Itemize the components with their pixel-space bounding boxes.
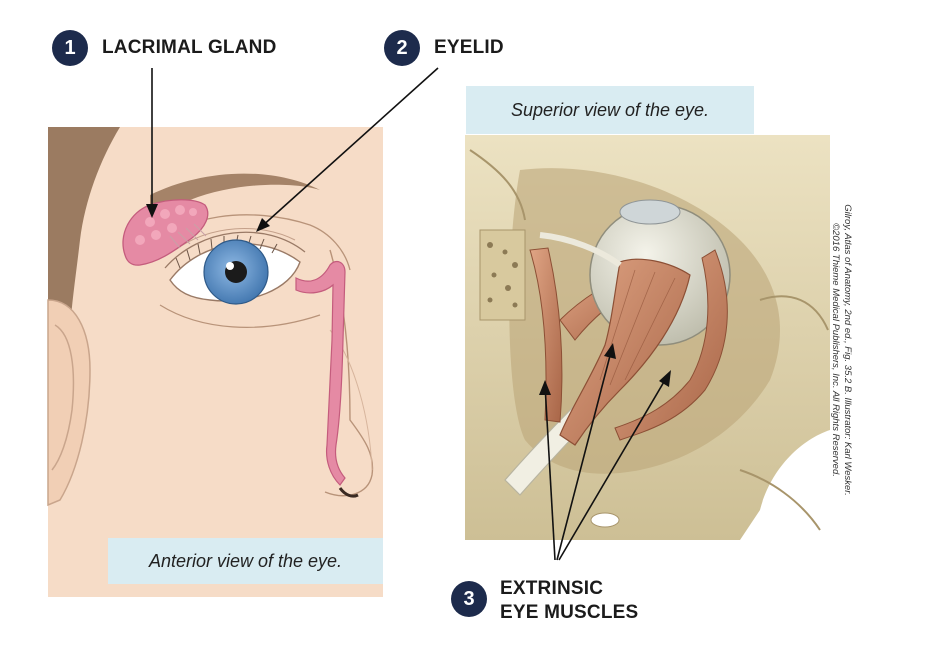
cornea bbox=[619, 199, 681, 225]
arrow-muscle-2 bbox=[556, 347, 613, 561]
extrinsic-eye-muscles-label: EXTRINSIC EYE MUSCLES bbox=[500, 577, 638, 625]
lacrimal-gland-label: LACRIMAL GLAND bbox=[102, 37, 277, 58]
credit-line-2: ©2016 Thieme Medical Publishers, Inc. Al… bbox=[830, 223, 841, 477]
arrow-muscle-1 bbox=[544, 384, 556, 561]
extrinsic-label-line1: EXTRINSIC bbox=[500, 578, 604, 599]
image-credit: Gilroy, Atlas of Anatomy, 2nd ed., Fig. … bbox=[830, 140, 853, 560]
callout-badge-3: 3 bbox=[451, 581, 487, 617]
superior-rectus-muscle bbox=[559, 258, 691, 446]
eyelid bbox=[164, 231, 306, 269]
arrowheads bbox=[146, 204, 671, 395]
lateral-rectus-muscle bbox=[614, 249, 728, 441]
arrow-muscle-3 bbox=[558, 374, 669, 561]
extrinsic-label-line2: EYE MUSCLES bbox=[500, 602, 639, 623]
callout-badge-2: 2 bbox=[384, 30, 420, 66]
superior-view-panel bbox=[465, 135, 830, 540]
nasolacrimal-duct bbox=[295, 260, 346, 486]
skin-background bbox=[48, 127, 383, 597]
medial-rectus-muscle bbox=[529, 247, 563, 423]
eyelid-label: EYELID bbox=[434, 37, 504, 58]
anterior-view-caption: Anterior view of the eye. bbox=[108, 538, 383, 584]
anterior-face-panel bbox=[47, 127, 383, 597]
eyebrow bbox=[150, 173, 320, 210]
hair bbox=[48, 127, 120, 330]
lacrimal-gland bbox=[122, 199, 209, 266]
ear bbox=[47, 299, 91, 507]
credit-line-1: Gilroy, Atlas of Anatomy, 2nd ed., Fig. … bbox=[842, 204, 853, 496]
callout-badge-1: 1 bbox=[52, 30, 88, 66]
superior-view-caption: Superior view of the eye. bbox=[466, 86, 754, 134]
arrow-eyelid bbox=[259, 67, 439, 229]
callout-arrows bbox=[151, 67, 669, 561]
